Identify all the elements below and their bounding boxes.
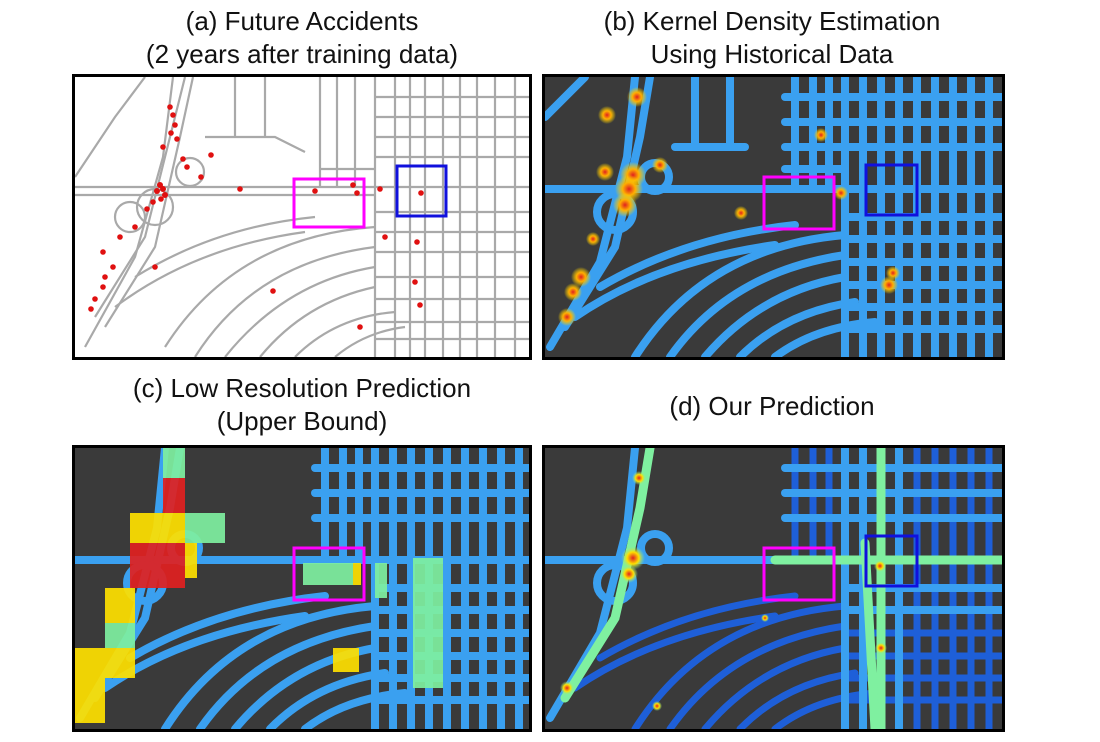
- panel-a-title-line1: (a) Future Accidents: [185, 6, 419, 36]
- highlight-box-magenta: [292, 177, 366, 229]
- highlight-box-magenta: [762, 546, 836, 602]
- panel-a-title: (a) Future Accidents (2 years after trai…: [72, 5, 532, 71]
- panel-c-title-line1: (c) Low Resolution Prediction: [132, 373, 472, 403]
- map-kde-heatmap: [545, 77, 1002, 357]
- panel-c-title-line2: (Upper Bound): [216, 406, 388, 436]
- map-panel-low-res-prediction: [72, 445, 532, 732]
- highlight-box-magenta: [762, 175, 836, 231]
- panel-b-title-line2: Using Historical Data: [650, 39, 894, 69]
- map-future-accidents: [75, 77, 529, 357]
- highlight-box-blue: [864, 534, 919, 588]
- coarse-risk-cells: [75, 448, 443, 723]
- highlight-box-blue: [864, 163, 919, 217]
- panel-d-title: (d) Our Prediction: [542, 390, 1002, 423]
- road-network: [75, 77, 529, 357]
- accident-points: [88, 104, 424, 330]
- map-panel-future-accidents: [72, 74, 532, 360]
- map-low-res-heatmap: [75, 448, 529, 729]
- panel-b-title-line1: (b) Kernel Density Estimation: [603, 6, 941, 36]
- highlight-box-magenta: [292, 546, 366, 602]
- hotspots: [560, 471, 887, 711]
- panel-d-title-line1: (d) Our Prediction: [669, 391, 875, 421]
- map-panel-our-prediction: [542, 445, 1005, 732]
- hotspots: [558, 87, 900, 326]
- panel-b-title: (b) Kernel Density Estimation Using Hist…: [542, 5, 1002, 71]
- map-panel-kde: [542, 74, 1005, 360]
- panel-c-title: (c) Low Resolution Prediction (Upper Bou…: [72, 372, 532, 438]
- map-our-prediction-heatmap: [545, 448, 1002, 729]
- panel-a-title-line2: (2 years after training data): [145, 39, 459, 69]
- highlight-box-blue: [395, 164, 448, 218]
